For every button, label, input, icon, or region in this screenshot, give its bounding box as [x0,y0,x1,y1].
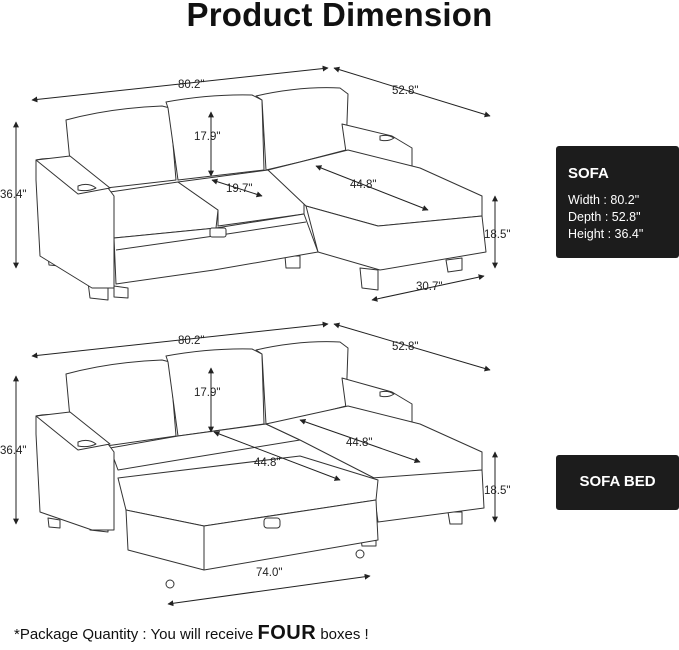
sofa-chaise-line [315,165,429,211]
package-count: FOUR [257,622,317,644]
bed-seat-height-label: 18.5" [484,485,510,497]
sofa-bed-left-arm-top [35,411,111,451]
sofa-chaise-width-line [371,274,485,302]
sofa-bed-panel-title: SOFA BED [579,473,656,490]
bed-length-label: 44.8" [254,457,280,469]
sofa-seat-label: 19.7" [226,183,252,195]
page-title: Product Dimension [186,0,493,33]
sofa-bed-dimension-labels: 80.2" 52.8" 36.4" 17.9" 44.8" 44.8" 18.5… [0,335,510,579]
sofa-bed-chaise-base [371,469,485,523]
cup-holder [77,439,97,448]
package-note-prefix: *Package Quantity : You will receive [14,626,254,643]
sofa-depth-line [333,66,491,118]
sofa-foot [113,285,129,299]
bed-bed-width-label: 74.0" [256,567,282,579]
sofa-dimension-lines [13,65,498,302]
sofa-bed-foot [447,511,463,525]
sofa-bed-foot [47,517,61,529]
bed-chaise-line [299,418,421,464]
sofa-bed-wheel [355,549,365,559]
sofa-height-spec: Height : 36.4" [568,227,644,241]
sofa-back-label: 17.9" [194,131,220,143]
sofa-depth-label: 52.8" [392,85,418,97]
sofa-seat-height-label: 18.5" [484,229,510,241]
sofa-spec-panel: SOFA Width : 80.2" Depth : 52.8" Height … [556,146,679,258]
bed-height-label: 36.4" [0,445,26,457]
bed-width-line [31,321,329,359]
bed-chaise-label: 44.8" [346,437,372,449]
pull-handle [263,517,281,529]
sofa-depth-spec: Depth : 52.8" [568,210,641,224]
sofa-bed-dimension-lines [13,321,498,607]
bed-bed-width-line [167,573,371,607]
bed-width-label: 80.2" [178,335,204,347]
bed-depth-label: 52.8" [392,341,418,353]
package-note: *Package Quantity : You will receive FOU… [14,622,369,645]
sofa-bed-panel: SOFA BED [556,455,679,510]
sofa-foot [445,257,463,273]
cup-holder [379,134,395,142]
sofa-back-cushion [65,105,177,189]
sofa-bed-wheel [165,579,175,589]
sofa-chaise-label: 44.8" [350,179,376,191]
sofa-width-line [31,65,329,103]
sofa-bed-back-cushion [65,359,177,447]
bed-depth-line [333,322,491,372]
sofa-panel-title: SOFA [568,165,609,182]
package-note-suffix: boxes ! [320,626,369,643]
sofa-left-arm-top [35,155,111,195]
sofa-foot [359,267,379,291]
bed-length-line [213,431,341,481]
sofa-dimension-labels: 80.2" 52.8" 36.4" 17.9" 19.7" 44.8" 18.5… [0,79,510,293]
sofa-seat-line [211,178,263,198]
cup-holder [77,183,97,192]
sofa-height-label: 36.4" [0,189,26,201]
bed-back-label: 17.9" [194,387,220,399]
sofa-width-spec: Width : 80.2" [568,193,640,207]
sofa-illustration [35,87,487,301]
sofa-chaise-width-label: 30.7" [416,281,442,293]
pull-handle [209,227,227,238]
sofa-width-label: 80.2" [178,79,204,91]
cup-holder [379,390,395,398]
